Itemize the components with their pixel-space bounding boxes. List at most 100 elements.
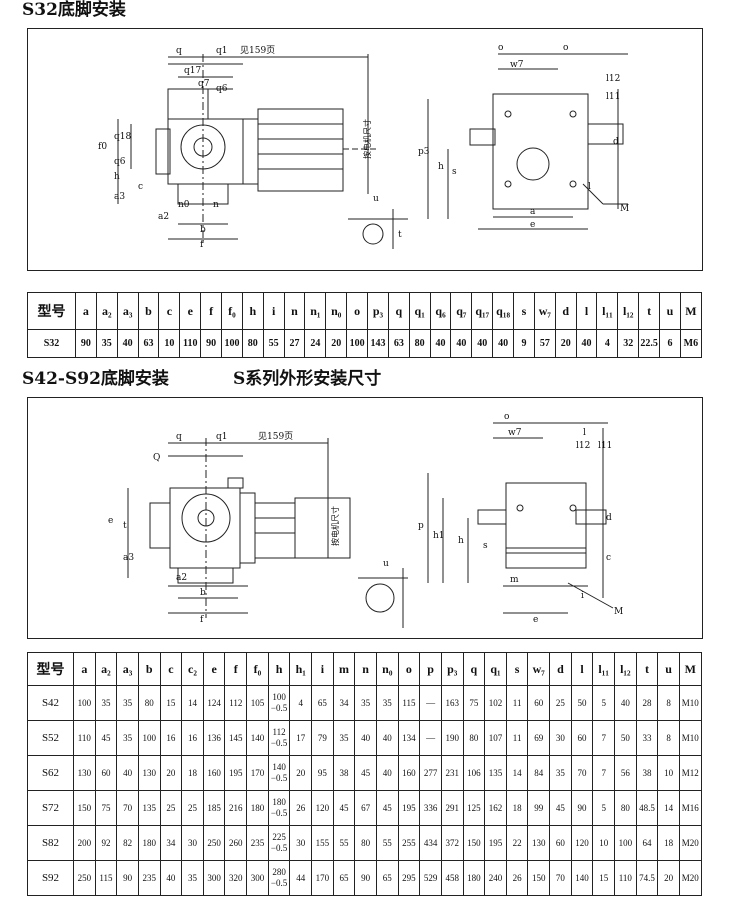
value-cell: 195 xyxy=(484,825,507,861)
value-cell: 10 xyxy=(657,755,680,791)
value-cell: 45 xyxy=(549,790,572,826)
value-cell: 529 xyxy=(419,860,442,896)
header-cell: m xyxy=(332,652,356,686)
value-cell: 20 xyxy=(325,329,348,358)
value-cell: 40 xyxy=(471,329,494,358)
value-cell: 28 xyxy=(635,685,659,721)
value-cell: 8 xyxy=(657,685,680,721)
value-cell: 65 xyxy=(375,860,399,896)
value-cell: 216 xyxy=(224,790,248,826)
value-cell: 30 xyxy=(549,720,572,756)
value-cell: 65 xyxy=(311,685,334,721)
value-cell: 277 xyxy=(419,755,442,791)
model-cell: S62 xyxy=(27,755,74,791)
value-cell: 110 xyxy=(73,720,96,756)
value-cell: 280−0.5 xyxy=(267,860,291,896)
header-cell: q₁₈ xyxy=(492,292,515,330)
header-cell: f xyxy=(224,652,248,686)
value-cell: 35 xyxy=(181,860,204,896)
value-cell: — xyxy=(419,685,442,721)
value-cell: 105 xyxy=(246,685,269,721)
value-cell: 48.5 xyxy=(635,790,659,826)
value-cell-part: −0.5 xyxy=(270,773,288,783)
header-cell: a₂ xyxy=(94,652,118,686)
header-cell: f₀ xyxy=(221,292,243,330)
value-cell: 35 xyxy=(375,685,399,721)
value-cell: 372 xyxy=(440,825,464,861)
value-cell: 50 xyxy=(614,720,637,756)
value-cell: 140 xyxy=(246,720,269,756)
header-cell: e xyxy=(202,652,226,686)
model-cell: S52 xyxy=(27,720,74,756)
adapter xyxy=(242,118,259,185)
gear-housing-b xyxy=(169,487,241,569)
value-cell: 79 xyxy=(311,720,334,756)
value-cell: 4 xyxy=(596,329,619,358)
value-cell: 7 xyxy=(592,755,616,791)
side-output-shaft xyxy=(587,123,624,145)
value-cell: 70 xyxy=(570,755,594,791)
value-cell: 40 xyxy=(575,329,598,358)
value-cell: 195 xyxy=(397,790,421,826)
header-cell: 型号 xyxy=(27,292,76,330)
value-cell: 45 xyxy=(94,720,118,756)
value-cell: 125 xyxy=(462,790,486,826)
value-cell: 35 xyxy=(95,329,118,358)
value-cell: M20 xyxy=(678,860,702,896)
header-cell: n₀ xyxy=(325,292,348,330)
value-cell: 40 xyxy=(375,720,399,756)
value-cell: 95 xyxy=(311,755,334,791)
value-cell: 82 xyxy=(116,825,139,861)
value-cell-part: −0.5 xyxy=(270,843,288,853)
header-cell: c₂ xyxy=(181,652,204,686)
value-cell: 74.5 xyxy=(635,860,659,896)
section-title-series: S系列外形安装尺寸 xyxy=(233,369,382,389)
value-cell: 84 xyxy=(527,755,551,791)
value-cell: 22 xyxy=(505,825,529,861)
value-cell: 40 xyxy=(159,860,183,896)
value-cell: 92 xyxy=(94,825,118,861)
value-cell: 24 xyxy=(304,329,327,358)
value-cell: 30 xyxy=(289,825,313,861)
value-cell: 120 xyxy=(570,825,594,861)
value-cell: 100 xyxy=(346,329,369,358)
value-cell: 20 xyxy=(554,329,577,358)
value-cell: 18 xyxy=(181,755,204,791)
value-cell-part: −0.5 xyxy=(270,808,288,818)
value-cell: 16 xyxy=(181,720,204,756)
header-cell: M xyxy=(678,652,702,686)
value-cell: 170 xyxy=(246,755,269,791)
value-cell: 10 xyxy=(158,329,181,358)
model-cell: S42 xyxy=(27,685,74,721)
header-cell: b xyxy=(137,292,160,330)
value-cell: 40 xyxy=(492,329,515,358)
value-cell: 33 xyxy=(635,720,659,756)
value-cell: 112−0.5 xyxy=(267,720,291,756)
value-cell: 300 xyxy=(246,860,269,896)
header-cell: n xyxy=(354,652,377,686)
value-cell: 195 xyxy=(224,755,248,791)
s32-drawing xyxy=(117,53,628,249)
value-cell: 26 xyxy=(289,790,313,826)
motor-body xyxy=(257,108,344,192)
value-cell: 10 xyxy=(592,825,616,861)
value-cell: 150 xyxy=(462,825,486,861)
value-cell-part: 140 xyxy=(272,762,286,772)
value-cell: 65 xyxy=(332,860,356,896)
key-detail xyxy=(362,223,384,245)
side-input-shaft-b xyxy=(477,509,507,525)
value-cell: 26 xyxy=(505,860,529,896)
value-cell: 25 xyxy=(549,685,572,721)
value-cell: 25 xyxy=(181,790,204,826)
header-cell: h xyxy=(267,652,291,686)
value-cell: 140 xyxy=(570,860,594,896)
value-cell: 35 xyxy=(354,685,377,721)
value-cell: 225−0.5 xyxy=(267,825,291,861)
adapter-b xyxy=(239,492,256,564)
value-cell: 100 xyxy=(137,720,161,756)
header-cell: h xyxy=(241,292,264,330)
value-cell: 34 xyxy=(332,685,356,721)
value-cell: 18 xyxy=(505,790,529,826)
value-cell: 55 xyxy=(262,329,285,358)
